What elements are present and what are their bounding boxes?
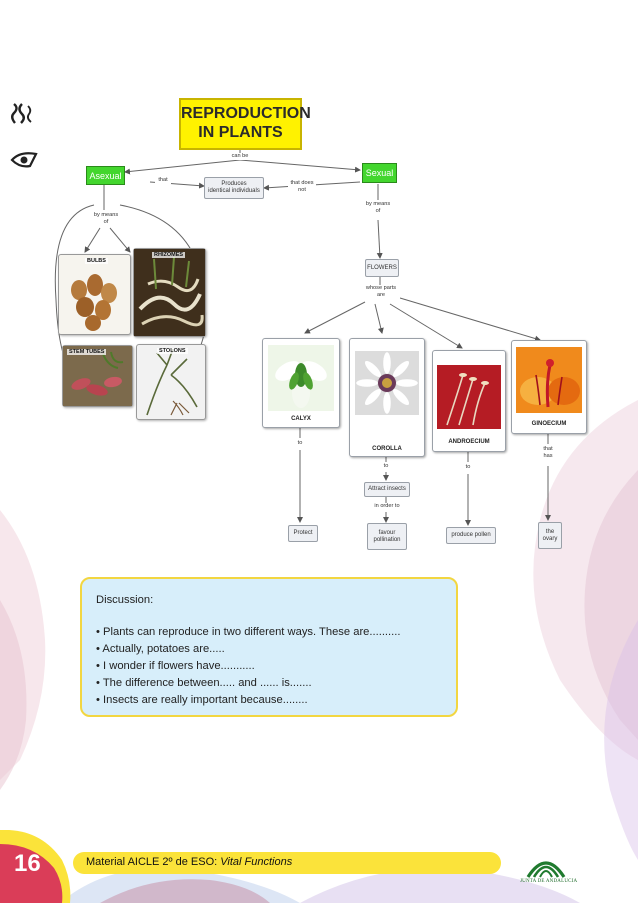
that-has-line1: that bbox=[543, 446, 553, 452]
footer-subject: Vital Functions bbox=[220, 856, 293, 868]
label-to-corolla: to bbox=[380, 463, 392, 470]
photo-stolons: STOLONS bbox=[136, 344, 206, 420]
card-calyx: CALYX bbox=[262, 338, 340, 428]
ginoecium-image bbox=[516, 347, 582, 413]
favour-line2: pollination bbox=[373, 536, 401, 543]
node-produce-pollen: produce pollen bbox=[446, 527, 496, 544]
produces-line2: identical individuals bbox=[208, 188, 260, 194]
node-produces: Produces identical individuals bbox=[204, 177, 264, 199]
node-favour-pollination: favour pollination bbox=[367, 523, 407, 550]
calyx-label: CALYX bbox=[291, 416, 311, 422]
label-by-means-left: by means of bbox=[92, 212, 120, 226]
stolons-label: STOLONS bbox=[157, 348, 188, 354]
footer-bar bbox=[73, 852, 501, 874]
label-that: that bbox=[155, 177, 171, 184]
whose-parts-line1: whose parts bbox=[365, 285, 397, 291]
by-means-right-line1: by means bbox=[365, 201, 391, 207]
junta-andalucia-logo bbox=[524, 851, 568, 879]
card-androecium: ANDROECIUM bbox=[432, 350, 506, 452]
label-that-does-not: that does not bbox=[288, 180, 316, 194]
footer-prefix: Material AICLE 2º de ESO: bbox=[86, 856, 221, 868]
androecium-image bbox=[437, 365, 501, 429]
label-that-has: that has bbox=[540, 446, 556, 460]
page-number: 16 bbox=[14, 850, 41, 877]
label-to-androecium: to bbox=[462, 464, 474, 471]
that-does-line2: not bbox=[298, 187, 306, 193]
photo-bulbs: BULBS bbox=[58, 254, 131, 335]
node-protect: Protect bbox=[288, 525, 318, 542]
speech-icon bbox=[10, 101, 38, 127]
label-in-order-to: in order to bbox=[370, 503, 404, 510]
node-asexual: Asexual bbox=[86, 166, 125, 185]
corolla-label: COROLLA bbox=[372, 446, 402, 452]
label-to-calyx: to bbox=[294, 440, 306, 447]
discussion-box: Discussion: • Plants can reproduce in tw… bbox=[80, 577, 458, 717]
discussion-heading: Discussion: bbox=[96, 594, 154, 606]
androecium-label: ANDROECIUM bbox=[448, 439, 490, 445]
card-ginoecium: GINOECIUM bbox=[511, 340, 587, 434]
favour-line1: favour bbox=[378, 529, 396, 536]
map-title-line1: REPRODUCTION bbox=[181, 105, 311, 122]
label-can-be: can be bbox=[228, 153, 252, 160]
eye-icon bbox=[10, 150, 38, 170]
label-by-means-right: by means of bbox=[364, 201, 392, 215]
node-flowers: FLOWERS bbox=[365, 259, 399, 277]
stolons-image bbox=[146, 348, 198, 416]
bulbs-image bbox=[71, 274, 117, 331]
whose-parts-line2: are bbox=[376, 292, 386, 298]
stem-tubes-image bbox=[63, 346, 132, 406]
node-attract-insects: Attract insects bbox=[364, 482, 410, 497]
page-number-badge bbox=[0, 830, 71, 903]
that-has-line2: has bbox=[543, 453, 553, 459]
discussion-item: • I wonder if flowers have........... bbox=[96, 660, 255, 672]
by-means-left-line1: by means bbox=[93, 212, 119, 218]
bulbs-label: BULBS bbox=[85, 258, 108, 264]
junta-logo-icon bbox=[526, 861, 566, 878]
logo-caption: JUNTA DE ANDALUCIA bbox=[520, 879, 578, 884]
discussion-item: • Insects are really important because..… bbox=[96, 694, 308, 706]
stem-tubes-label: STEM TUBES bbox=[67, 349, 107, 355]
ovary-line1: the bbox=[545, 528, 555, 535]
by-means-right-line2: of bbox=[375, 208, 381, 214]
calyx-image bbox=[268, 345, 334, 411]
node-the-ovary: the ovary bbox=[538, 522, 562, 549]
node-sexual: Sexual bbox=[362, 163, 397, 183]
label-whose-parts: whose parts are bbox=[362, 285, 400, 299]
produces-line1: Produces bbox=[221, 181, 247, 187]
rhizomes-label: RHIZOMES bbox=[152, 252, 186, 258]
card-corolla: COROLLA bbox=[349, 338, 425, 457]
map-title: REPRODUCTION IN PLANTS bbox=[179, 98, 311, 150]
by-means-left-line2: of bbox=[103, 219, 109, 225]
footer-text: Material AICLE 2º de ESO: Vital Function… bbox=[86, 856, 292, 868]
ginoecium-label: GINOECIUM bbox=[531, 421, 567, 427]
discussion-item: • Plants can reproduce in two different … bbox=[96, 626, 401, 638]
discussion-item: • Actually, potatoes are..... bbox=[96, 643, 225, 655]
map-title-line2: IN PLANTS bbox=[198, 124, 283, 141]
photo-stem-tubes: STEM TUBES bbox=[62, 345, 133, 407]
rhizomes-image bbox=[134, 249, 205, 336]
corolla-image bbox=[355, 351, 419, 415]
photo-rhizomes: RHIZOMES bbox=[133, 248, 206, 337]
that-does-line1: that does bbox=[290, 180, 314, 186]
discussion-item: • The difference between..... and ......… bbox=[96, 677, 312, 689]
ovary-line2: ovary bbox=[542, 535, 558, 542]
